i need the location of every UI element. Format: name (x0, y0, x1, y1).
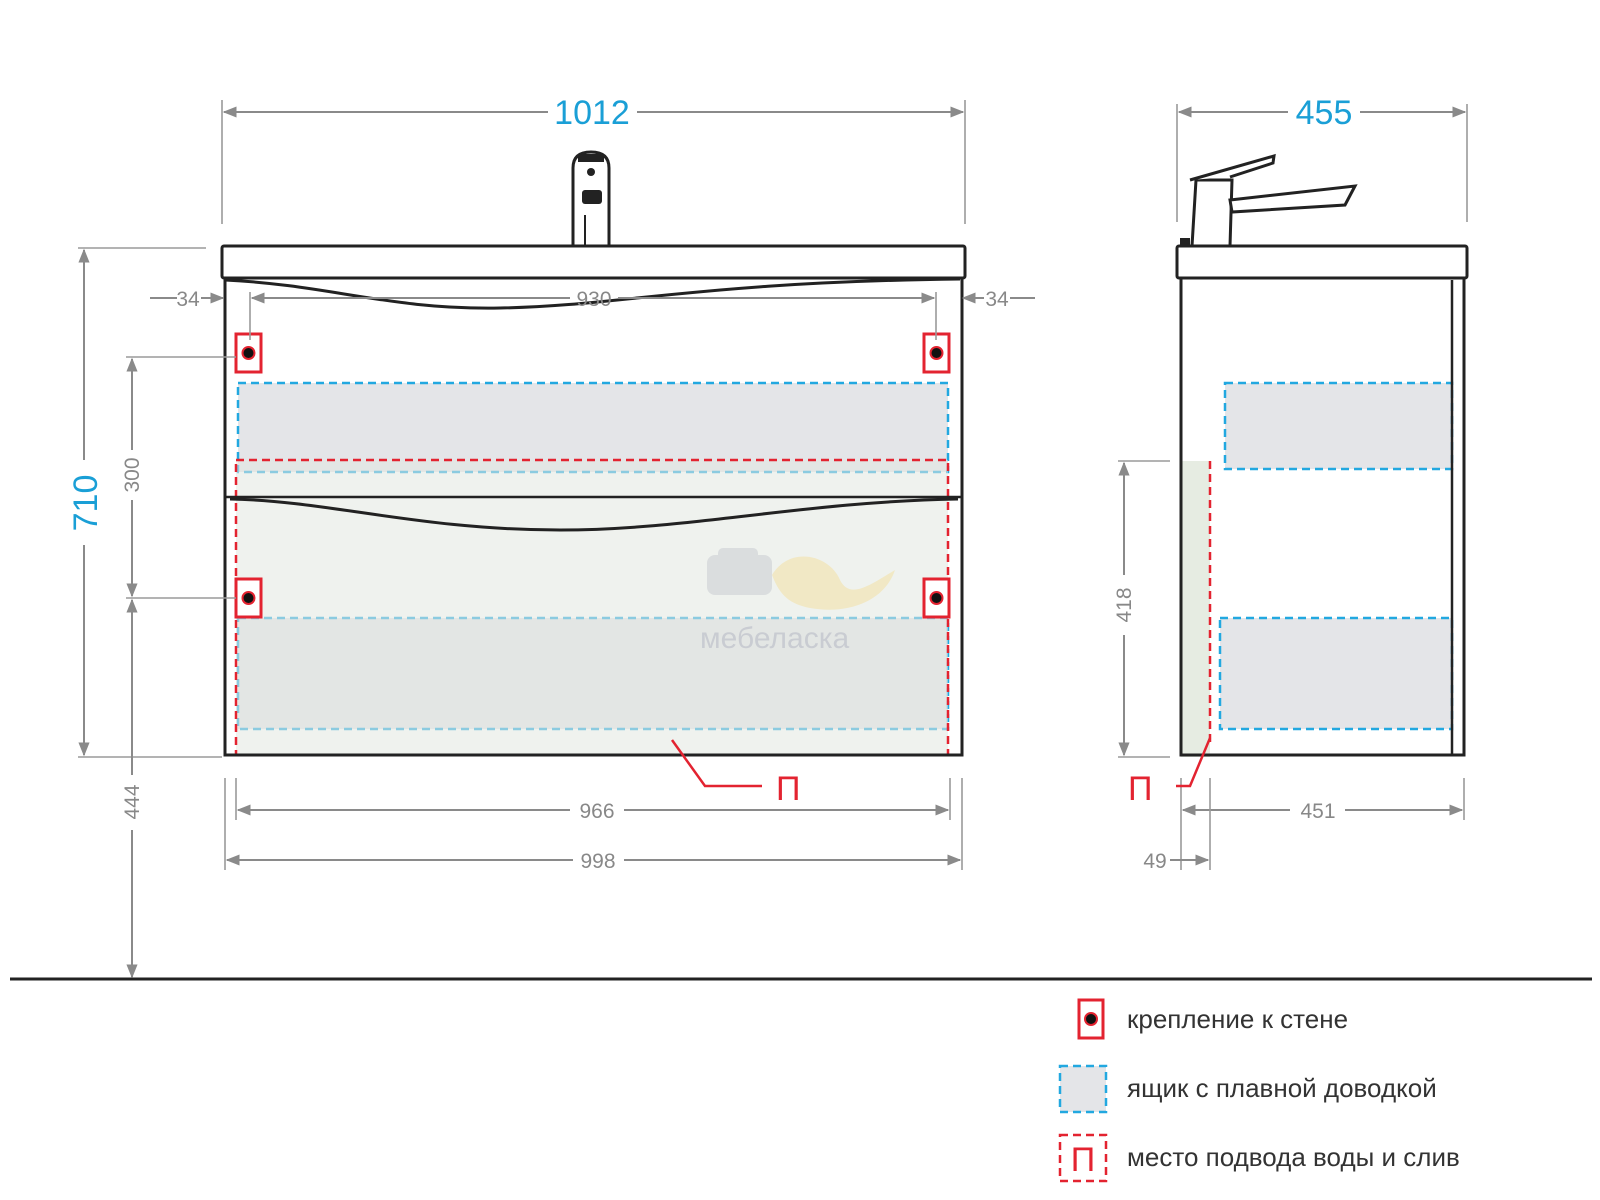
countertop (220, 244, 967, 280)
front-upper-drawer (236, 381, 950, 474)
side-dimensions: 455 418 451 49 П (1113, 94, 1468, 873)
side-upper-drawer (1223, 381, 1454, 471)
dim-drawer-width: 966 (579, 800, 614, 823)
side-pipe-marker: П (1128, 770, 1152, 808)
front-pipe-leader (670, 739, 762, 788)
legend-drawer-label: ящик с плавной доводкой (1127, 1073, 1437, 1103)
side-lower-drawer (1218, 616, 1454, 731)
basin-curve (224, 277, 961, 310)
legend-water-label: место подвода воды и слив (1127, 1142, 1460, 1172)
watermark-logo-icon (707, 548, 895, 610)
dim-right-offset: 34 (985, 288, 1009, 311)
front-dimensions: 1012 34 930 34 710 300 444 966 (67, 94, 1035, 979)
side-view (1175, 153, 1469, 757)
legend: крепление к стене ящик с плавной доводко… (1058, 998, 1460, 1183)
dim-floor-height: 444 (121, 784, 144, 819)
drawer-handle-curve (229, 497, 959, 532)
front-view: мебеласка (220, 150, 967, 757)
dim-left-offset: 34 (176, 288, 200, 311)
legend-mount-icon (1077, 998, 1105, 1040)
dim-total-height: 710 (67, 475, 105, 532)
dim-pipe-depth: 49 (1143, 850, 1166, 873)
dim-inner-width: 930 (576, 288, 611, 311)
side-countertop (1175, 244, 1469, 280)
side-cabinet-body (1179, 276, 1466, 757)
mount-top-left (234, 332, 263, 374)
mount-bottom-right (922, 577, 951, 619)
legend-water-icon: П (1058, 1133, 1108, 1183)
cabinet-body (223, 276, 964, 757)
dim-total-width: 1012 (554, 94, 630, 132)
dim-mount-spacing: 300 (121, 457, 144, 492)
watermark-text: мебеласка (700, 622, 849, 655)
dim-body-width: 998 (580, 850, 615, 873)
faucet-side-icon (1180, 153, 1358, 248)
side-pipe-leader (1176, 737, 1212, 788)
legend-water-symbol: П (1071, 1141, 1095, 1179)
legend-mount-label: крепление к стене (1127, 1004, 1348, 1034)
dim-pipe-height: 418 (1113, 587, 1136, 622)
faucet-front-icon (571, 150, 611, 248)
legend-drawer-icon (1058, 1064, 1108, 1114)
front-pipe-marker: П (776, 770, 800, 808)
dim-side-depth: 455 (1296, 94, 1353, 132)
mount-bottom-left (234, 577, 263, 619)
side-water-zone (1181, 461, 1210, 757)
dim-body-depth: 451 (1300, 800, 1335, 823)
